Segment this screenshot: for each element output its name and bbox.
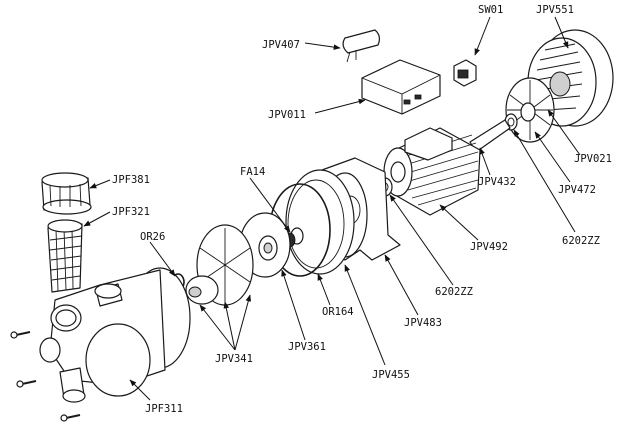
pump-body-part (39, 267, 191, 403)
label-sw01: SW01 (478, 4, 503, 16)
leader-jpv011 (314, 98, 366, 114)
strainer-lid-part (41, 172, 92, 215)
part-labels: SW01 JPV551 JPV407 JPV011 JPV021 JPV432 … (112, 4, 612, 415)
label-or164: OR164 (322, 306, 354, 318)
leader-jpv021 (547, 109, 581, 156)
leader-jpf321 (83, 211, 111, 227)
leader-lines (83, 16, 581, 401)
label-jpv011: JPV011 (268, 109, 306, 121)
label-jpv432: JPV432 (478, 176, 516, 188)
screw-part (10, 331, 31, 339)
leader-6202zz-left (389, 194, 454, 286)
label-jpv341: JPV341 (215, 353, 253, 365)
leader-jpf311 (129, 379, 151, 401)
leader-jpv492 (439, 204, 479, 241)
leader-jpv483 (384, 254, 419, 316)
leader-or26 (149, 241, 176, 277)
screw-part (60, 414, 81, 422)
motor-body-part (383, 127, 481, 216)
leader-jpv551 (554, 16, 569, 49)
label-jpf311: JPF311 (145, 403, 183, 415)
label-6202zz-left: 6202ZZ (435, 286, 473, 298)
label-6202zz-right: 6202ZZ (562, 235, 600, 247)
fan-part (505, 77, 555, 143)
switch-part (453, 59, 477, 87)
label-jpf321: JPF321 (112, 206, 150, 218)
label-jpv021: JPV021 (574, 153, 612, 165)
label-jpv472: JPV472 (558, 184, 596, 196)
label-jpf381: JPF381 (112, 174, 150, 186)
label-jpv455: JPV455 (372, 369, 410, 381)
screw-part (16, 380, 37, 388)
leader-jpv432 (479, 147, 491, 176)
leader-6202zz-right (513, 129, 576, 233)
leader-jpv341-a (199, 304, 236, 351)
leader-or164 (317, 273, 331, 306)
label-jpv492: JPV492 (470, 241, 508, 253)
leader-sw01 (474, 16, 491, 56)
terminal-box-part (361, 59, 441, 115)
label-or26: OR26 (140, 231, 165, 243)
leader-jpv341-b (223, 301, 236, 351)
capacitor-part (342, 29, 381, 63)
leader-fa14 (249, 177, 291, 233)
leader-jpf381 (89, 179, 111, 189)
diffuser-part (185, 224, 254, 306)
label-jpv407: JPV407 (262, 39, 300, 51)
label-fa14: FA14 (240, 166, 265, 178)
leader-jpv361 (281, 269, 306, 341)
leader-jpv407 (304, 42, 341, 50)
label-jpv483: JPV483 (404, 317, 442, 329)
leader-jpv455 (344, 264, 386, 366)
label-jpv551: JPV551 (536, 4, 574, 16)
leader-jpv341-c (234, 294, 252, 351)
leader-jpv472 (534, 131, 571, 183)
strainer-basket-part (47, 219, 83, 293)
label-jpv361: JPV361 (288, 341, 326, 353)
seal-housing-part (285, 169, 355, 275)
